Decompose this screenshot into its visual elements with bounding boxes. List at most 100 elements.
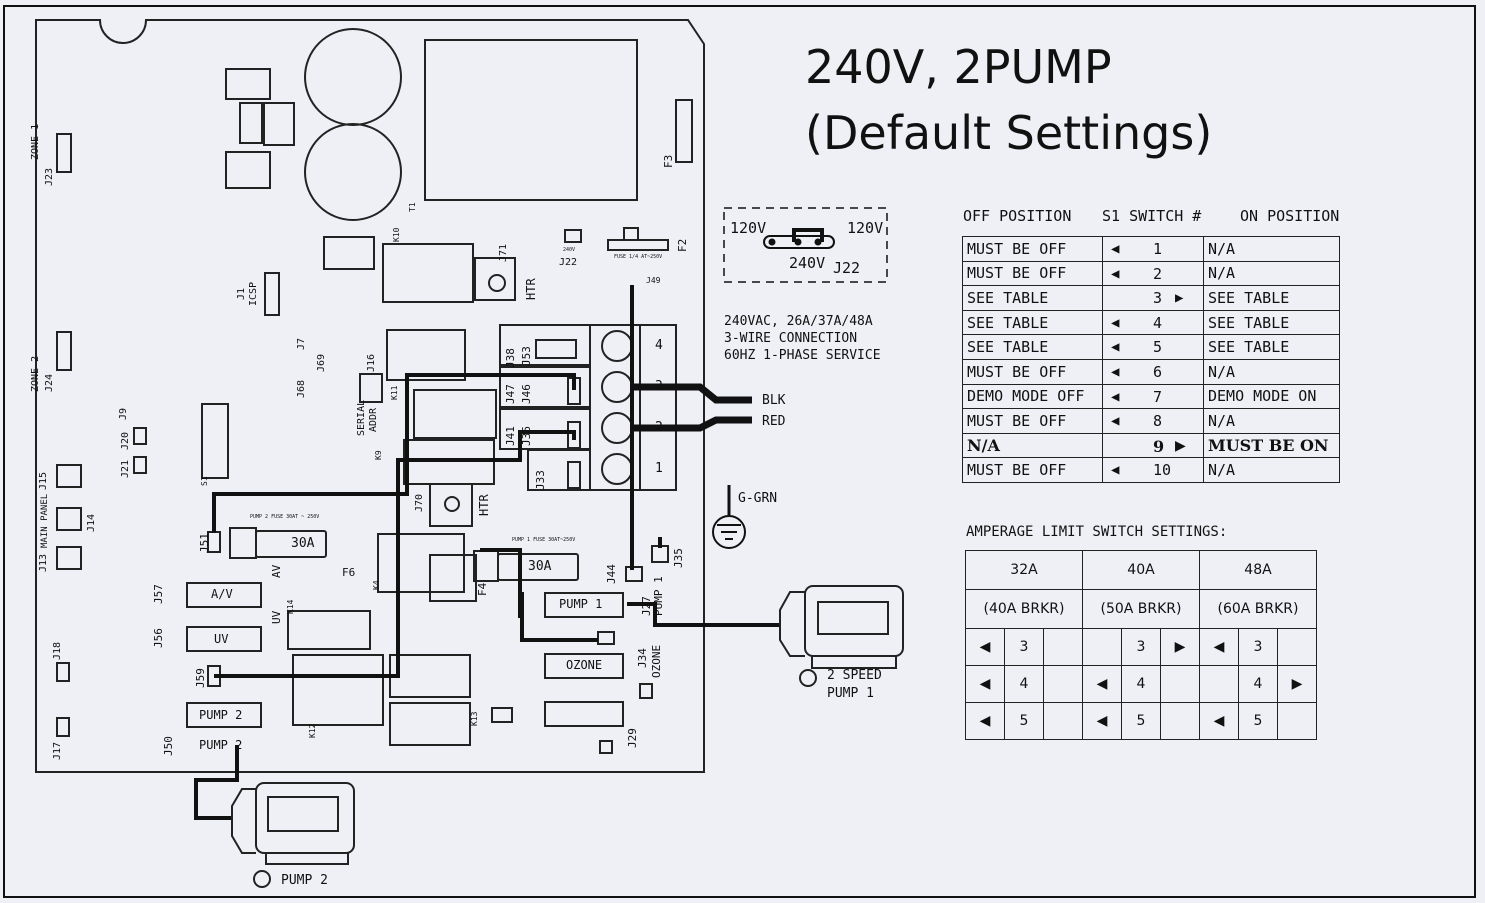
wire-red-label: RED xyxy=(762,414,786,429)
pump1-label-line2: PUMP 1 xyxy=(827,686,874,701)
amp-arrow-cell xyxy=(1160,665,1200,703)
amp-switch-number: 3 xyxy=(1121,628,1161,666)
f4-label: F4 xyxy=(476,582,489,596)
pump2-board-label: PUMP 2 xyxy=(199,738,243,752)
s1-switch-cell: ◀4 xyxy=(1102,309,1204,336)
pump1-fuse-label: PUMP 1 FUSE 30AT~250V xyxy=(512,537,576,543)
j70-label: J70 xyxy=(414,493,425,512)
pump2-plug-label: PUMP 2 xyxy=(199,708,243,722)
amp-arrow-cell: ◀ xyxy=(1082,665,1122,703)
s1-switch-number: 7 xyxy=(1153,387,1163,406)
ground-symbol xyxy=(712,485,746,549)
icsp-label: ICSP xyxy=(248,281,259,306)
uv-plug-label: UV xyxy=(214,632,229,646)
s1-switch-number: 1 xyxy=(1153,240,1163,258)
plug-ozone xyxy=(544,653,624,679)
s1-off-cell: MUST BE OFF xyxy=(962,408,1103,434)
amp-arrow-cell: ◀ xyxy=(965,702,1005,740)
s1-on-cell: SEE TABLE xyxy=(1203,309,1340,336)
j57-label: J57 xyxy=(152,584,165,604)
amp-arrow-cell: ◀ xyxy=(1199,628,1239,666)
plug-pump2 xyxy=(186,702,262,728)
av-plug-label: A/V xyxy=(211,587,233,601)
amp-switch-number: 4 xyxy=(1121,665,1161,703)
k14-label: K14 xyxy=(286,599,295,614)
s1-switch-cell: ◀10 xyxy=(1102,457,1204,483)
pump1-motor xyxy=(779,585,904,687)
f3-label: F3 xyxy=(662,154,675,168)
amp-switch-number: 3 xyxy=(1238,628,1278,666)
plug-av xyxy=(186,582,262,608)
s1-switch-number: 5 xyxy=(1153,338,1163,357)
k10-label: K10 xyxy=(392,227,401,242)
amp-arrow-cell: ▶ xyxy=(1160,628,1200,666)
page-border xyxy=(3,5,1476,898)
s1-on-cell: MUST BE ON xyxy=(1203,432,1340,459)
s1-off-cell: MUST BE OFF xyxy=(962,236,1103,262)
amp-arrow-cell: ◀ xyxy=(1199,702,1239,740)
amp-switch-number: 5 xyxy=(1238,702,1278,740)
capacitor-c57 xyxy=(304,28,402,126)
j35-label: J35 xyxy=(672,548,685,568)
arrow-left-icon: ◀ xyxy=(979,676,991,692)
j41-label: J41 xyxy=(504,426,517,446)
jumper-left-label: 120V xyxy=(730,219,767,237)
fuse-30a-pump2: 30A xyxy=(291,536,315,551)
s1-on-cell: N/A xyxy=(1203,457,1340,483)
j16-label: J16 xyxy=(366,353,377,372)
htr-label: HTR xyxy=(524,278,538,300)
amp-switch-number: 4 xyxy=(1238,665,1278,703)
service-note-line1: 240VAC, 26A/37A/48A xyxy=(724,314,873,329)
s1-off-cell: SEE TABLE xyxy=(962,285,1103,311)
fuse-30a-pump1: 30A xyxy=(528,559,552,574)
s1-switch-number: 4 xyxy=(1153,313,1163,332)
amp-arrow-cell xyxy=(1043,665,1083,703)
s1-off-cell: SEE TABLE xyxy=(962,309,1103,336)
s1-switch-cell: ◀1 xyxy=(1102,236,1204,262)
service-note-line3: 60HZ 1-PHASE SERVICE xyxy=(724,348,881,363)
arrow-left-icon: ◀ xyxy=(1096,713,1108,729)
j69-label: J69 xyxy=(316,353,327,372)
s1-switch-cell: ◀2 xyxy=(1102,260,1204,287)
terminal-2: 2 xyxy=(655,420,663,435)
ozone-label: OZONE xyxy=(650,644,663,678)
arrow-left-icon: ◀ xyxy=(1096,676,1108,692)
amp-switch-number: 5 xyxy=(1004,702,1044,740)
wire-blk-label: BLK xyxy=(762,393,786,408)
j33-label: J33 xyxy=(534,470,547,490)
s1-on-cell: N/A xyxy=(1203,408,1340,434)
s1-on-cell: SEE TABLE xyxy=(1203,285,1340,311)
s1-label: S1 xyxy=(200,476,209,486)
arrow-right-icon: ▶ xyxy=(1175,437,1186,454)
j46-label: J46 xyxy=(520,384,533,404)
ground-label: G-GRN xyxy=(738,491,778,506)
s1-switch-cell: ◀5 xyxy=(1102,334,1204,360)
j24-label: J24 xyxy=(44,373,55,392)
j51-label: J51 xyxy=(198,533,211,553)
amp-table-title: AMPERAGE LIMIT SWITCH SETTINGS: xyxy=(966,524,1228,540)
j18-label: J18 xyxy=(52,641,63,660)
j22-board-label: J22 xyxy=(559,257,578,268)
pump2-fuse-label: PUMP 2 FUSE 30AT ~ 250V xyxy=(250,514,320,520)
pump1-board-label: PUMP 1 xyxy=(652,576,665,616)
s1-off-cell: MUST BE OFF xyxy=(962,260,1103,287)
j59-label: J59 xyxy=(194,668,207,688)
s1-off-cell: DEMO MODE OFF xyxy=(962,383,1103,410)
s1-switch-cell: ◀6 xyxy=(1102,358,1204,385)
j29-label: J29 xyxy=(626,728,639,748)
arrow-left-icon: ◀ xyxy=(1111,241,1120,257)
j34-label: J34 xyxy=(636,648,649,668)
j50-label: J50 xyxy=(162,736,175,756)
amp-switch-number: 5 xyxy=(1121,702,1161,740)
s1-switch-cell: ◀8 xyxy=(1102,408,1204,434)
s1-switch-number: 8 xyxy=(1153,412,1163,431)
board-outline xyxy=(35,19,705,773)
